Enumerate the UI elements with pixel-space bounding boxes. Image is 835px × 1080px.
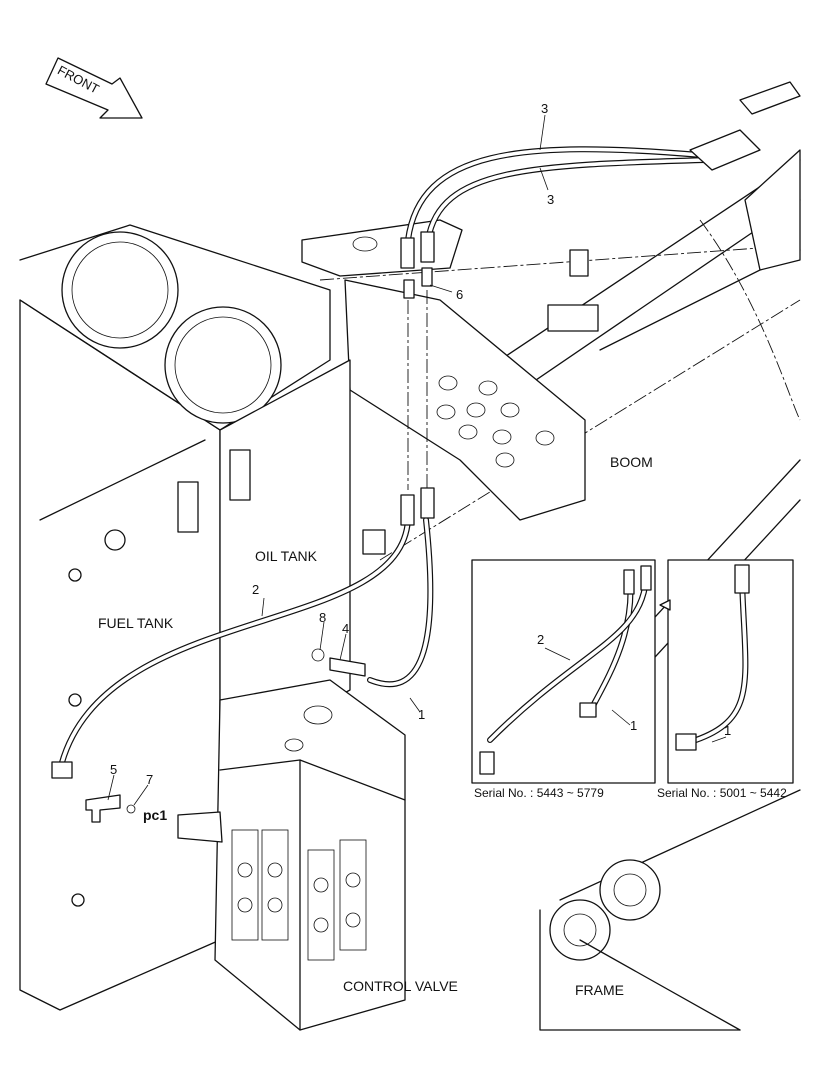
callout-2: 2	[252, 582, 260, 597]
fittings	[51, 81, 801, 823]
hose-3-upper	[405, 146, 708, 243]
callout-1: 1	[418, 707, 426, 722]
callout-8: 8	[319, 610, 327, 625]
oil-tank	[177, 359, 386, 761]
callout-6: 6	[456, 287, 464, 302]
hose-1	[367, 517, 434, 688]
label-frame: FRAME	[575, 982, 624, 998]
leader-lines	[107, 114, 727, 806]
label-boom: BOOM	[610, 454, 653, 470]
label-port-pc1: pc1	[143, 807, 168, 823]
callout-7: 7	[146, 772, 154, 787]
inset-right-callout-1: 1	[724, 723, 732, 738]
label-oil-tank: OIL TANK	[255, 548, 317, 564]
front-arrow	[45, 57, 143, 119]
label-control-valve: CONTROL VALVE	[343, 978, 458, 994]
inset-left-caption: Serial No. : 5443 ~ 5779	[474, 786, 604, 800]
callout-3-lower: 3	[547, 192, 555, 207]
fuel-tank	[19, 224, 331, 1011]
callout-4: 4	[342, 621, 350, 636]
inset-left-callout-2: 2	[537, 632, 545, 647]
callout-3-upper: 3	[541, 101, 549, 116]
inset-left	[471, 559, 656, 784]
inset-left-callout-1: 1	[630, 718, 638, 733]
label-fuel-tank: FUEL TANK	[98, 615, 174, 631]
frame	[539, 789, 801, 1031]
control-valve	[177, 679, 406, 1031]
hose-2	[57, 517, 411, 773]
callout-5: 5	[110, 762, 118, 777]
inset-right-caption: Serial No. : 5001 ~ 5442	[657, 786, 787, 800]
inset-right	[659, 559, 794, 784]
